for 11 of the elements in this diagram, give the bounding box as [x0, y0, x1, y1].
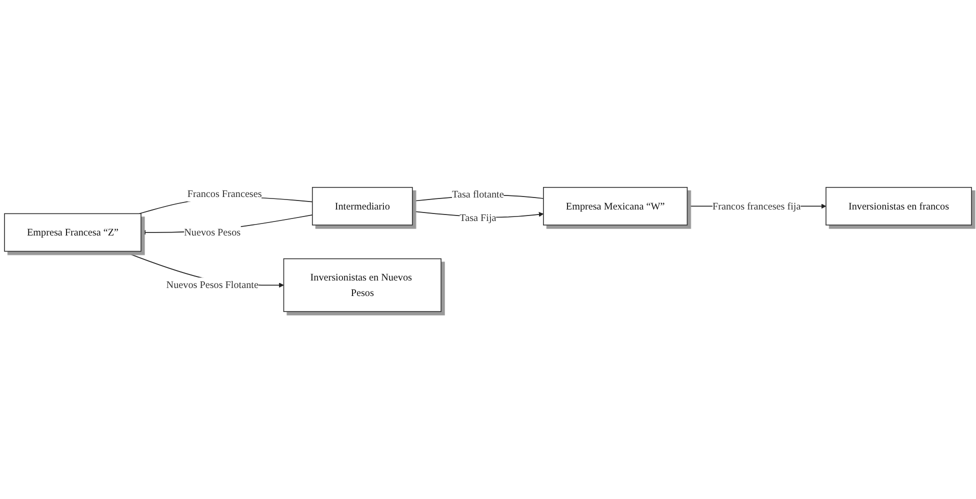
edge-label: Nuevos Pesos: [184, 227, 241, 238]
node-box: Inversionistas en Nuevos Pesos: [283, 258, 442, 312]
edge-label: Nuevos Pesos Flotante: [166, 280, 258, 291]
node-box: Empresa Mexicana “W”: [543, 187, 688, 226]
edge-label: Tasa Fija: [460, 212, 496, 224]
node-box: Inversionistas en francos: [826, 187, 972, 226]
edge-label: Francos franceses fija: [712, 200, 801, 212]
node-box: Empresa Francesa “Z”: [4, 214, 142, 252]
edge-label: Tasa flotante: [452, 189, 504, 200]
node-box: Intermediario: [312, 187, 413, 226]
edge-label: Francos Franceses: [187, 188, 262, 200]
